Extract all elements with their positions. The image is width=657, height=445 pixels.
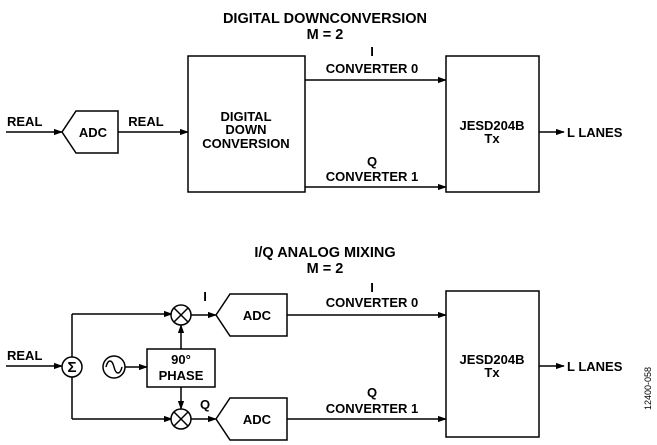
sum-symbol: Σ (67, 359, 76, 376)
i-adc-label: ADC (243, 308, 272, 323)
bottom-title: I/Q ANALOG MIXING (254, 245, 395, 261)
bottom-m-label: M = 2 (307, 261, 344, 277)
top-adc-output-label: REAL (128, 114, 163, 129)
top-ddc-block (187, 55, 306, 193)
bottom-jesd-block (445, 290, 540, 438)
top-i-converter: CONVERTER 0 (326, 61, 418, 76)
q-mixer-label: Q (200, 397, 210, 412)
top-jesd-block (445, 55, 540, 193)
figure-id: 12400-058 (643, 367, 653, 410)
top-ddc-line3: CONVERSION (202, 136, 289, 151)
top-section: DIGITAL DOWNCONVERSION M = 2 REAL ADC RE… (6, 11, 623, 193)
bottom-q-label: Q (367, 385, 377, 400)
phase-line1: 90° (171, 352, 191, 367)
top-m-label: M = 2 (307, 27, 344, 43)
top-adc-label: ADC (79, 125, 108, 140)
top-q-label: Q (367, 154, 377, 169)
bottom-input-label: REAL (7, 348, 42, 363)
i-mixer-icon (170, 304, 192, 326)
top-i-label: I (370, 44, 374, 59)
bottom-i-converter: CONVERTER 0 (326, 295, 418, 310)
top-q-converter: CONVERTER 1 (326, 169, 418, 184)
bottom-jesd-line1: JESD204B (459, 352, 524, 367)
top-jesd-line1: JESD204B (459, 118, 524, 133)
top-ddc-line2: DOWN (225, 122, 266, 137)
bottom-q-converter: CONVERTER 1 (326, 401, 418, 416)
q-adc-label: ADC (243, 412, 272, 427)
bottom-output-label: L LANES (567, 359, 623, 374)
phase-line2: PHASE (159, 368, 204, 383)
bottom-section: I/Q ANALOG MIXING M = 2 REAL Σ 90° PHASE (6, 245, 623, 441)
top-output-label: L LANES (567, 125, 623, 140)
top-jesd-line2: Tx (484, 131, 500, 146)
top-input-label: REAL (7, 114, 42, 129)
top-ddc-line1: DIGITAL (220, 109, 271, 124)
i-mixer-label: I (203, 289, 207, 304)
bottom-i-label: I (370, 280, 374, 295)
top-title: DIGITAL DOWNCONVERSION (223, 11, 427, 27)
q-mixer-icon (170, 408, 192, 430)
bottom-jesd-line2: Tx (484, 365, 500, 380)
sine-wave-icon (105, 360, 123, 374)
